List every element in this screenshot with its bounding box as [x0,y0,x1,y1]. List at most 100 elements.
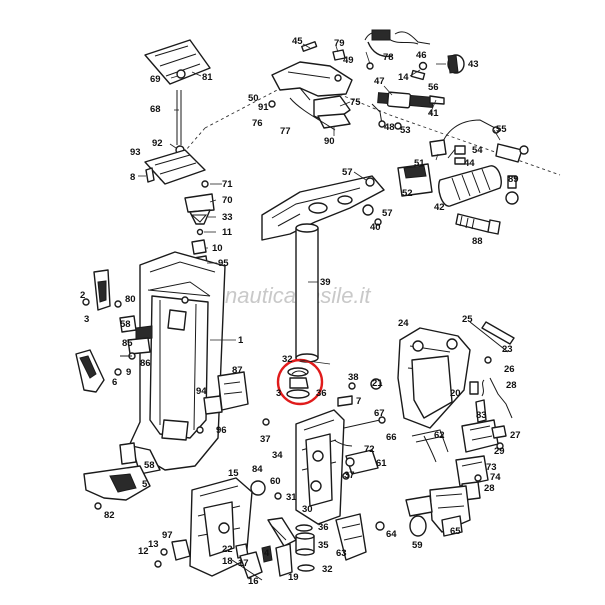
bottom-left-hardware [154,539,293,581]
callout-label: 93 [130,147,141,158]
adjustment-knob [455,213,501,235]
callout-label: 96 [216,425,227,436]
callout-label: 33 [222,212,233,223]
throttle-knob [447,54,465,74]
callout-label: 24 [398,318,409,329]
stern-bracket-right [370,321,515,429]
callout-label: 57 [342,167,353,178]
callout-label: 23 [502,344,513,355]
callout-label: 8 [130,172,135,183]
callout-label: 59 [412,540,423,551]
swivel-bracket [261,175,385,363]
callout-label: 51 [414,158,425,169]
callout-label: 55 [496,124,507,135]
callout-label: 27 [510,430,521,441]
callout-label: 31 [286,492,297,503]
callout-label: 79 [334,38,345,49]
callout-label: 3 [84,314,89,325]
callout-label: 32 [322,564,333,575]
small-hardware-right [429,139,466,165]
callout-label: 42 [434,202,445,213]
callout-label: 34 [272,450,283,461]
bushing-stack [295,524,315,572]
callout-label: 69 [150,74,161,85]
callout-label: 91 [258,102,269,113]
leader-lines [138,43,501,365]
transom-clamp [411,429,471,537]
callout-label: 30 [302,504,313,515]
callout-label: 19 [288,572,299,583]
callout-label: 95 [218,258,229,269]
callout-label: 63 [336,548,347,559]
callout-label: 64 [386,529,397,540]
callout-label: 67 [374,408,385,419]
callout-label: 16 [248,576,259,587]
callout-label: 92 [152,138,163,149]
housing-left-parts [82,269,153,355]
callout-label: 83 [476,410,487,421]
callout-label: 61 [376,458,387,469]
callout-label: 4 [264,548,270,559]
callout-label: 47 [374,76,385,87]
callout-label: 87 [232,365,243,376]
callout-label: 20 [450,388,461,399]
lower-clamp-bracket [189,477,297,577]
callout-label: 97 [162,530,173,541]
reverse-lock-lever [75,349,136,393]
steering-handle-group [268,41,353,131]
callout-label: 58 [144,460,155,471]
callout-label: 71 [222,179,233,190]
callout-label: 15 [228,468,239,479]
callout-label: 73 [486,462,497,473]
callout-label: 58 [120,319,131,330]
callout-label: 21 [372,378,383,389]
callout-label: 52 [402,188,413,199]
callout-label: 86 [140,358,151,369]
callout-label: 28 [484,483,495,494]
callout-label: 5 [142,479,148,490]
callout-label: 78 [383,52,394,63]
wiring-harness [364,29,431,58]
callout-label: 11 [222,227,233,238]
callout-label: 49 [343,55,354,66]
callout-label: 82 [104,510,115,521]
callout-label: 18 [222,556,233,567]
callout-label: 90 [324,136,335,147]
callout-label: 1 [238,335,244,346]
callout-label: 81 [202,72,213,83]
callout-label: 70 [222,195,233,206]
callout-label: 62 [434,430,445,441]
throttle-grip-group [397,163,519,207]
callout-label: 88 [472,236,483,247]
callout-label: 26 [504,364,515,375]
callout-label: 29 [494,446,505,457]
callout-label: 25 [462,314,473,325]
callout-labels: 45 79 78 49 43 46 14 56 69 81 50 47 91 7… [80,36,521,587]
callout-label: 46 [416,50,427,61]
callout-label: 44 [464,158,475,169]
callout-label: 53 [400,125,411,136]
callout-label: 28 [506,380,517,391]
callout-label: 14 [398,72,409,83]
callout-label: 37 [344,470,355,481]
callout-label: 17 [238,558,249,569]
callout-label: 40 [370,222,381,233]
callout-label: 45 [292,36,303,47]
pivot-hardware [262,382,356,480]
callout-label: 77 [280,126,291,137]
callout-label: 50 [248,93,259,104]
tilt-lock-parts [461,377,513,453]
callout-label: 10 [212,243,223,254]
callout-label: 84 [252,464,263,475]
callout-label: 43 [468,59,479,70]
callout-label: 85 [122,338,133,349]
callout-label: 76 [252,118,263,129]
callout-label: 6 [112,377,117,388]
callout-label: 13 [148,539,159,550]
bracket-87 [196,371,249,434]
callout-label: 72 [364,444,375,455]
callout-label: 35 [318,540,329,551]
callout-label: 12 [138,546,149,557]
callout-label: 9 [126,367,131,378]
callout-label: 56 [428,82,439,93]
